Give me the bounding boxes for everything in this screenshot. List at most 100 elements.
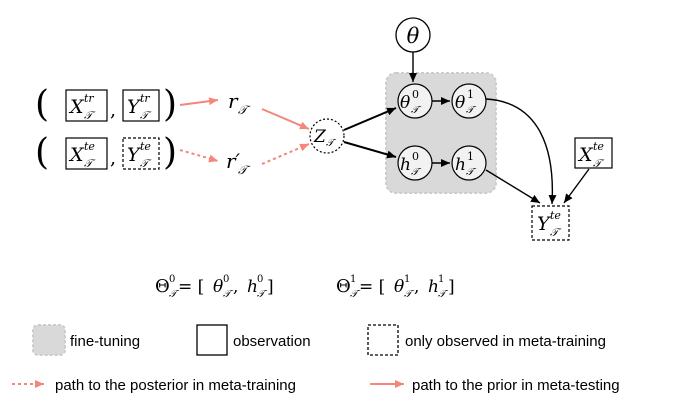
edge-z-to-h0 [343, 141, 397, 159]
eq1-h-sup: 1 [438, 274, 444, 285]
eq0-open: = [ [178, 277, 204, 297]
legend-fine-tuning-swatch [32, 324, 66, 356]
eq1-theta-sub: 𝒯 [404, 289, 415, 300]
eq1-close: ] [448, 277, 455, 297]
legend-observation-label: observation [233, 333, 311, 350]
eq0-lhs-sup: 0 [169, 274, 175, 285]
theta-node: θ [395, 17, 431, 53]
eq1-theta-sup: 1 [404, 274, 410, 285]
x-test-right-main: X [577, 144, 594, 166]
h0-main: h [400, 155, 411, 175]
r-sub: 𝒯 [238, 103, 251, 117]
eq1-lhs: Θ [336, 276, 351, 297]
legend-posterior-path: path to the posterior in meta-training [12, 377, 296, 394]
h1-node: h 1 𝒯 [451, 145, 487, 181]
eq0-lhs: Θ [155, 276, 170, 297]
y-test-main: Y [127, 144, 142, 166]
legend-only-observed-label: only observed in meta-training [405, 333, 606, 350]
eq0-theta-sup: 0 [223, 274, 229, 285]
train-pair-group: ( X tr 𝒯 , Y tr 𝒯 ) [35, 84, 177, 125]
x-test-box [65, 137, 108, 170]
h1-main: h [455, 155, 466, 175]
eq0-theta-sub: 𝒯 [223, 289, 234, 300]
theta1-sub: 𝒯 [466, 105, 477, 116]
comma-2: , [110, 147, 116, 169]
paren-open-2: ( [35, 132, 49, 173]
z-main: Z [313, 127, 327, 147]
eq1-open: = [ [359, 277, 385, 297]
edge-theta1-to-ytest [485, 98, 557, 205]
legend-observation-swatch [196, 324, 228, 356]
theta1-sup: 1 [467, 88, 474, 101]
x-test-right-sup: te [593, 140, 604, 153]
paren-close-2: ) [163, 132, 177, 173]
legend-only-observed-swatch [367, 324, 399, 356]
equation-theta0: Θ 0 𝒯 = [ θ 0 𝒯 , h 0 𝒯 ] [155, 274, 274, 300]
legend-prior-label: path to the prior in meta-testing [412, 377, 620, 394]
eq1-h: h [428, 277, 439, 297]
legend-fine-tuning: fine-tuning [32, 324, 140, 356]
eq1-lhs-sup: 1 [350, 274, 356, 285]
eq0-h: h [247, 277, 258, 297]
r-node: r 𝒯 [228, 89, 251, 117]
y-test-box-dashed [122, 137, 160, 170]
z-sub: 𝒯 [326, 138, 337, 149]
test-pair-group: ( X te 𝒯 , Y te 𝒯 ) [35, 132, 177, 173]
theta0-main: θ [400, 93, 410, 113]
h0-sup: 0 [412, 150, 419, 163]
h0-sub: 𝒯 [411, 167, 422, 178]
equation-theta1: Θ 1 𝒯 = [ θ 1 𝒯 , h 1 𝒯 ] [336, 274, 455, 300]
edge-test-to-rprime [179, 149, 219, 163]
theta0-sup: 0 [412, 88, 419, 101]
edge-train-to-r [179, 97, 219, 106]
eq1-theta: θ [394, 277, 404, 297]
x-test-main: X [68, 144, 85, 166]
eq0-sep: , [233, 277, 238, 297]
eq1-h-sub: 𝒯 [438, 289, 449, 300]
eq1-sep: , [414, 277, 419, 297]
legend-only-observed: only observed in meta-training [367, 324, 606, 356]
h0-node: h 0 𝒯 [397, 145, 433, 181]
theta-label: θ [407, 24, 420, 48]
h1-sub: 𝒯 [466, 167, 477, 178]
r-prime-node: r′ 𝒯 [226, 149, 251, 177]
eq0-h-sub: 𝒯 [257, 289, 268, 300]
edge-h1-to-ytest [485, 169, 541, 204]
x-train-sup: tr [84, 92, 94, 105]
x-train-box [65, 89, 108, 122]
edge-z-to-theta0 [343, 107, 397, 131]
theta1-main: θ [455, 93, 465, 113]
y-train-box [122, 89, 160, 122]
eq1-lhs-sub: 𝒯 [350, 289, 361, 300]
paren-open-1: ( [35, 84, 49, 125]
eq0-h-sup: 0 [257, 274, 263, 285]
x-test-right-node: X te 𝒯 [574, 137, 613, 170]
y-test-sup: te [140, 140, 151, 153]
paren-close-1: ) [163, 84, 177, 125]
eq0-lhs-sub: 𝒯 [169, 289, 180, 300]
legend-fine-tuning-label: fine-tuning [70, 333, 140, 350]
r-main: r [228, 89, 239, 113]
y-test-bottom-sup: te [550, 209, 561, 222]
eq0-close: ] [267, 277, 274, 297]
y-test-bottom-main: Y [537, 213, 552, 235]
x-train-main: X [68, 96, 85, 118]
r-prime-sub: 𝒯 [238, 163, 251, 177]
legend-posterior-label: path to the posterior in meta-training [55, 377, 296, 394]
y-train-main: Y [127, 96, 142, 118]
edge-xtest-to-ytest [563, 168, 590, 204]
eq0-theta: θ [213, 277, 223, 297]
legend-observation: observation [196, 324, 311, 356]
z-node: Z 𝒯 [309, 118, 345, 154]
y-train-sup: tr [140, 92, 150, 105]
theta0-node: θ 0 𝒯 [397, 83, 433, 119]
r-prime-main: r′ [226, 149, 241, 173]
theta0-sub: 𝒯 [411, 105, 422, 116]
comma-1: , [110, 99, 116, 121]
edge-r-to-z [261, 108, 310, 130]
y-test-bottom-node: Y te 𝒯 [531, 205, 570, 241]
legend-prior-path: path to the prior in meta-testing [370, 377, 620, 394]
theta1-node: θ 1 𝒯 [451, 83, 487, 119]
edge-rprime-to-z [261, 143, 310, 165]
